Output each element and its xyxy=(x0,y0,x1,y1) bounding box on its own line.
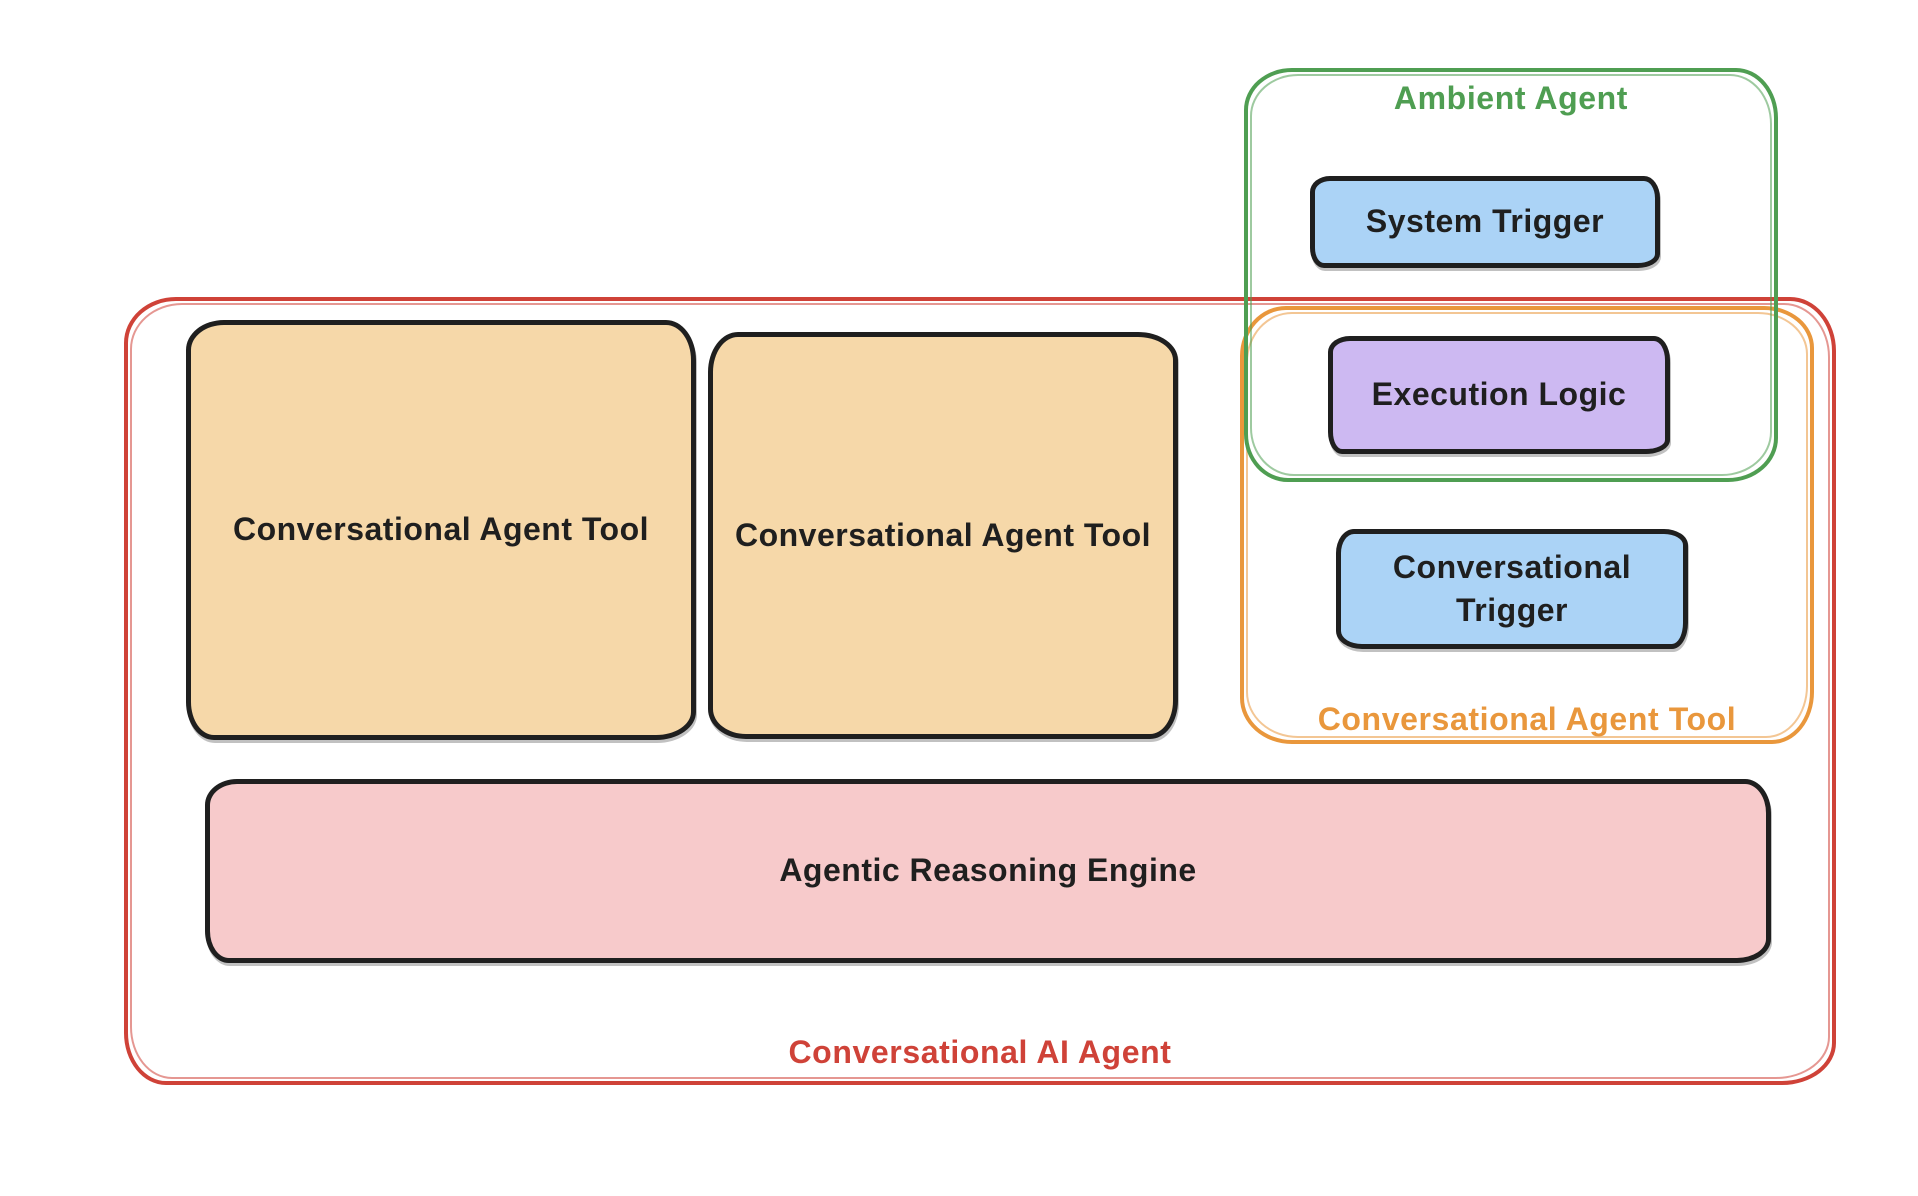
node-label: Conversational Trigger xyxy=(1392,548,1632,628)
node-conversational-agent-tool-middle: Conversational Agent Tool xyxy=(708,332,1178,739)
group-ambient-agent: Ambient Agent xyxy=(1244,68,1778,482)
group-conversational-agent-tool: Conversational Agent Tool xyxy=(1240,306,1814,744)
node-label: Execution Logic xyxy=(1371,376,1627,413)
group-label-conversational-agent-tool: Conversational Agent Tool xyxy=(1317,701,1737,737)
node-agentic-reasoning-engine: Agentic Reasoning Engine xyxy=(205,779,1771,963)
node-conversational-agent-tool-left: Conversational Agent Tool xyxy=(186,320,696,740)
node-label: Conversational Agent Tool xyxy=(232,511,650,548)
node-execution-logic: Execution Logic xyxy=(1328,336,1670,454)
node-conversational-trigger: Conversational Trigger xyxy=(1336,529,1688,649)
group-label-ambient-agent: Ambient Agent xyxy=(1393,80,1629,116)
node-label: Agentic Reasoning Engine xyxy=(779,852,1197,889)
group-label-conversational-ai-agent: Conversational AI Agent xyxy=(788,1034,1172,1070)
node-label: System Trigger xyxy=(1365,203,1605,240)
node-label: Conversational Agent Tool xyxy=(734,516,1152,553)
node-system-trigger: System Trigger xyxy=(1310,176,1660,268)
group-conversational-ai-agent: Conversational AI Agent xyxy=(124,297,1836,1085)
